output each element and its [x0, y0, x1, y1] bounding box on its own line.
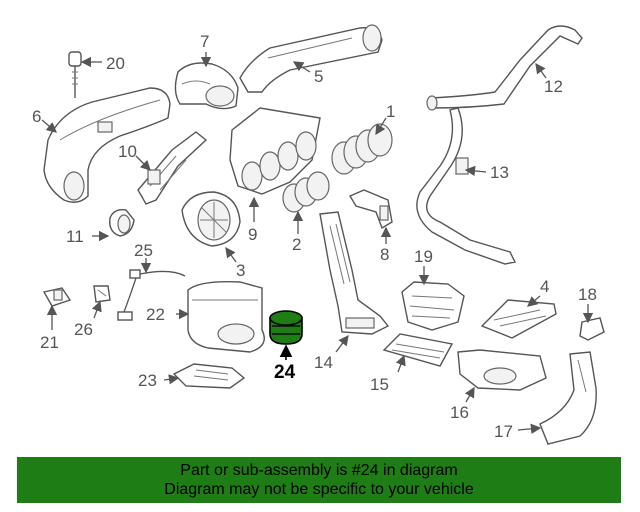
label-22: 22	[146, 305, 165, 324]
part-21-clip	[42, 287, 72, 307]
part-9-manifold	[229, 107, 321, 195]
part-10-bracket	[137, 131, 208, 205]
label-3: 3	[236, 261, 245, 280]
part-17-curved-duct	[539, 351, 597, 445]
callout-numbers: 20 7 5 12 6 1 10 13 11 3 9 2 8 25 19 4 1…	[32, 32, 597, 441]
label-6: 6	[32, 107, 41, 126]
part-2-vent-set	[282, 171, 330, 213]
label-15: 15	[370, 375, 389, 394]
label-24-highlighted: 24	[274, 362, 296, 383]
label-9: 9	[248, 225, 257, 244]
part-4-panel	[480, 299, 557, 339]
label-20: 20	[106, 54, 125, 73]
label-26: 26	[74, 320, 93, 339]
banner-line-part: Part or sub-assembly is #24 in diagram	[180, 462, 458, 479]
label-21: 21	[40, 333, 59, 352]
label-10: 10	[118, 142, 137, 161]
part-11-connector	[109, 208, 135, 237]
part-24-highlighted	[269, 310, 303, 345]
label-4: 4	[540, 277, 549, 296]
part-7-elbow-duct	[174, 62, 239, 110]
part-22-blower-housing	[187, 280, 265, 353]
label-25: 25	[134, 241, 153, 260]
label-23: 23	[138, 371, 157, 390]
part-19-control-module	[401, 281, 465, 331]
leader-lines	[41, 52, 594, 435]
part-23-flat-filter	[172, 363, 246, 389]
label-18: 18	[578, 285, 597, 304]
part-1-vent-set	[331, 123, 393, 175]
part-26-clip	[93, 285, 111, 303]
part-18-clip	[579, 317, 605, 341]
label-2: 2	[292, 235, 301, 254]
label-16: 16	[450, 403, 469, 422]
part-15-plate	[382, 333, 454, 367]
label-5: 5	[314, 67, 323, 86]
part-14-tall-duct	[319, 211, 390, 335]
label-19: 19	[414, 247, 433, 266]
part-16-motor-assembly	[457, 349, 547, 391]
label-8: 8	[380, 245, 389, 264]
part-3-round-vent	[181, 191, 241, 247]
part-12-pipe	[416, 25, 583, 265]
part-8-bracket	[348, 189, 393, 230]
label-1: 1	[386, 102, 395, 121]
part-5-long-duct	[239, 24, 383, 93]
label-11: 11	[66, 227, 84, 246]
label-17: 17	[494, 422, 513, 441]
part-20-bolt	[68, 51, 82, 98]
banner-line-disclaimer: Diagram may not be specific to your vehi…	[164, 481, 474, 498]
info-banner: Part or sub-assembly is #24 in diagram D…	[17, 457, 621, 503]
label-7: 7	[200, 32, 209, 51]
part-6-large-duct	[43, 87, 171, 203]
label-12: 12	[544, 77, 563, 96]
label-14: 14	[314, 353, 333, 372]
label-13: 13	[490, 163, 509, 182]
